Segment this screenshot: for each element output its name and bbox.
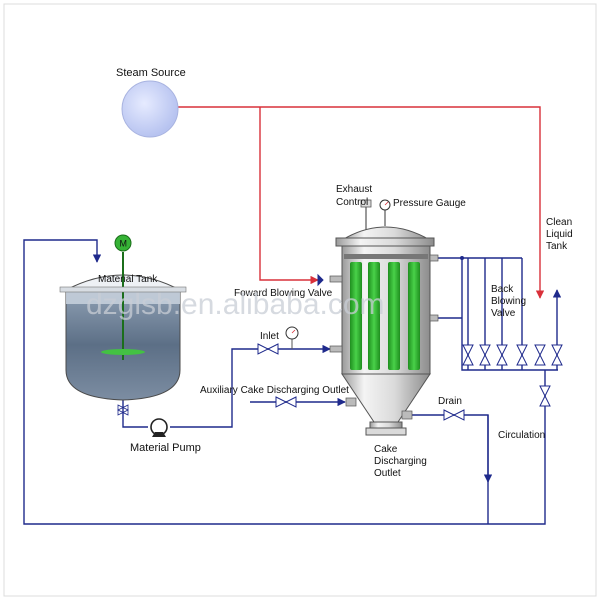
filter-element-1: [350, 262, 362, 370]
steam-source-label: Steam Source: [116, 67, 186, 79]
exhaust-control-label-2: Control: [336, 197, 368, 208]
pump-discharge-line: [170, 344, 331, 428]
auxiliary-outlet-nozzle: [345, 397, 357, 407]
pressure-gauge-label: Pressure Gauge: [393, 198, 466, 209]
clean-liquid-tank-label-3: Tank: [546, 241, 568, 252]
pump-base: [152, 432, 166, 437]
inlet-nozzle: [329, 345, 343, 353]
forward-blowing-valve-label: Foward Blowing Valve: [234, 288, 333, 299]
clean-liquid-tank-label-1: Clean: [546, 217, 572, 228]
return-loop-line: [23, 239, 546, 525]
filter-vessel: [329, 199, 439, 436]
pressure-gauge-needle: [384, 201, 389, 206]
back-blow-valve-1: [462, 344, 474, 366]
drain-line: [404, 414, 493, 483]
cake-discharging-outlet-label-1: Cake: [374, 444, 398, 455]
filter-element-3: [388, 262, 400, 370]
vessel-flange: [335, 237, 435, 247]
material-pump-label: Material Pump: [130, 442, 201, 454]
material-tank-label: Material Tank: [98, 274, 158, 285]
material-tank-ring: [59, 286, 187, 293]
drain-nozzle: [401, 410, 413, 420]
inlet-gauge-needle: [291, 329, 296, 334]
material-tank: M: [59, 234, 187, 416]
steam-source-sphere: [121, 80, 179, 138]
forward-blowing-valve-icon: [317, 273, 324, 287]
inlet-valve: [257, 343, 279, 355]
exhaust-control-valve: [360, 199, 372, 208]
material-pump: [150, 418, 168, 437]
motor-icon: [114, 234, 132, 252]
drain-valve: [443, 409, 465, 421]
forward-blow-nozzle: [329, 275, 343, 283]
back-blowing-valve-label-3: Valve: [491, 308, 516, 319]
cake-discharge-flange: [369, 421, 403, 429]
drain-label: Drain: [438, 396, 462, 407]
auxiliary-outlet-valve: [275, 396, 297, 408]
cake-discharge-outlet: [365, 427, 407, 436]
tank-outlet-valve: [117, 404, 129, 416]
back-blow-valve-4: [516, 344, 528, 366]
back-blowing-valve-label-2: Blowing: [491, 296, 526, 307]
agitator-blades: [101, 349, 145, 355]
exhaust-control-label-1: Exhaust: [336, 184, 372, 195]
clean-liquid-valve: [551, 344, 563, 366]
watermark: dzglsb.en.alibaba.com: [86, 288, 385, 321]
back-blow-valve-2: [479, 344, 491, 366]
cake-discharging-outlet-label-2: Discharging: [374, 456, 427, 467]
outlet-nozzle-top: [429, 254, 439, 262]
cake-discharging-outlet-label-3: Outlet: [374, 468, 401, 479]
outlet-header-line: [432, 257, 558, 371]
steam-lines: [178, 106, 545, 299]
back-blowing-valve-label-1: Back: [491, 284, 514, 295]
back-blow-valve-3: [496, 344, 508, 366]
steam-forward-line: [259, 107, 319, 285]
steam-valve: [534, 344, 546, 366]
circulation-valve: [539, 385, 551, 407]
inlet-label: Inlet: [260, 331, 279, 342]
process-lines: [23, 239, 562, 525]
motor-label: M: [120, 239, 128, 249]
filter-element-2: [368, 262, 380, 370]
tube-sheet: [344, 254, 428, 259]
valves: [257, 273, 563, 421]
filter-element-4: [408, 262, 420, 370]
header-junction: [460, 256, 464, 260]
auxiliary-outlet-label: Auxiliary Cake Discharging Outlet: [200, 385, 349, 396]
clean-liquid-tank-label-2: Liquid: [546, 229, 573, 240]
circulation-label: Circulation: [498, 430, 545, 441]
steam-main-line: [178, 106, 545, 299]
outlet-nozzle-mid: [429, 314, 439, 322]
